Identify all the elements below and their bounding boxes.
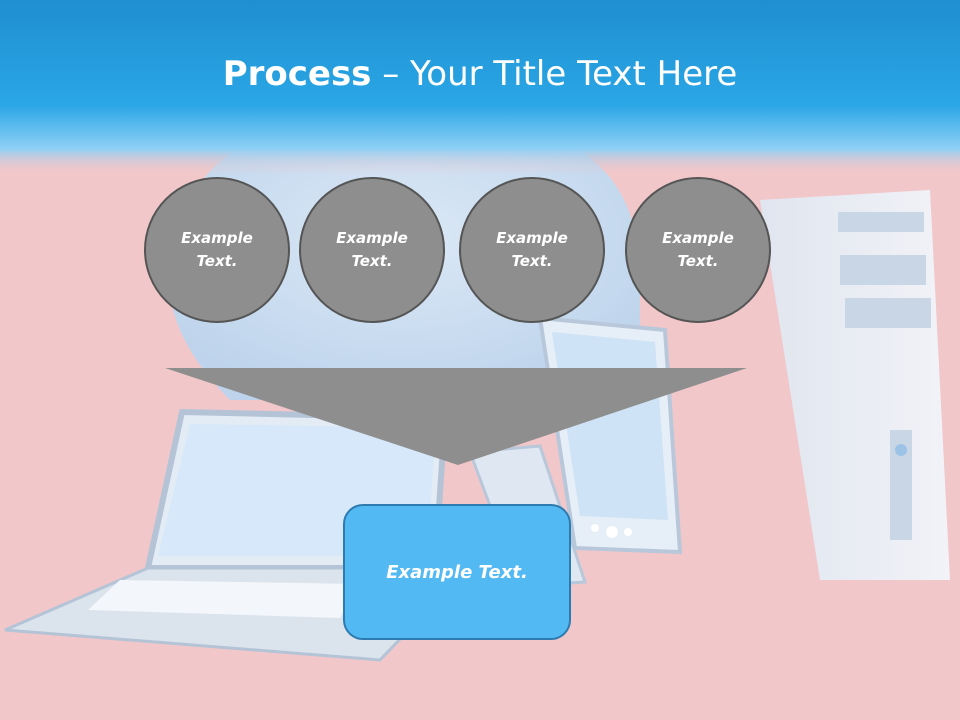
- process-step-circle-3: Example Text.: [459, 177, 605, 323]
- title-bold: Process: [222, 54, 372, 94]
- result-label: Example Text.: [386, 561, 528, 583]
- title-rest: – Your Title Text Here: [371, 54, 738, 94]
- step-label-1: Example Text.: [181, 229, 253, 270]
- process-step-circle-4: Example Text.: [625, 177, 771, 323]
- step-label-2: Example Text.: [336, 229, 408, 270]
- process-step-circle-2: Example Text.: [299, 177, 445, 323]
- result-box: Example Text.: [343, 504, 571, 640]
- process-step-circle-1: Example Text.: [144, 177, 290, 323]
- step-label-3: Example Text.: [496, 229, 568, 270]
- page-title: Process – Your Title Text Here: [0, 52, 960, 96]
- step-label-4: Example Text.: [662, 229, 734, 270]
